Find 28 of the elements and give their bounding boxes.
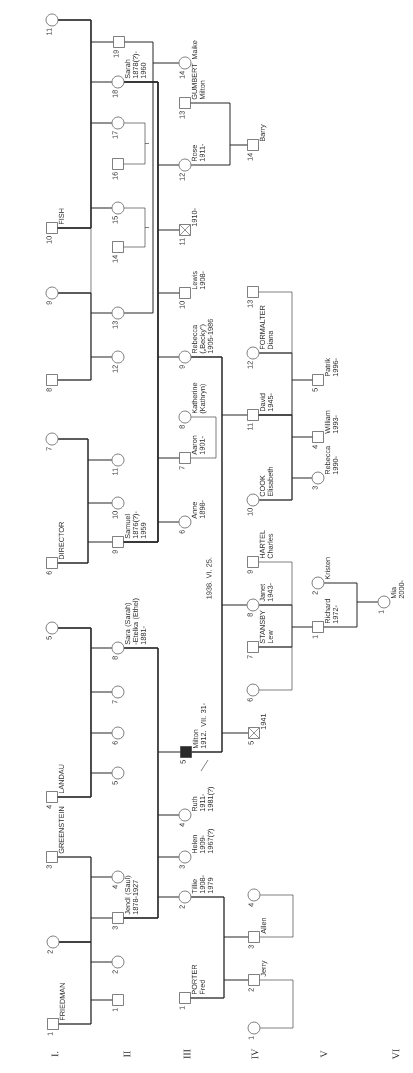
family-line [124,62,179,314]
family-line [57,227,92,294]
family-line [190,979,249,999]
family-line [59,876,112,943]
family-line [57,356,112,381]
family-line [191,732,249,753]
generation-numeral: IV [251,1048,259,1059]
family-line [123,207,146,248]
generation-numeral: III [183,1049,191,1059]
family-line [191,144,248,166]
generation-numeral: II [123,1051,131,1057]
family-line [258,561,293,606]
family-line [57,772,112,798]
family-line [323,601,378,628]
family-line [123,122,146,165]
family-line [259,477,312,501]
generation-numeral: VI [392,1049,400,1060]
family-line [258,646,293,691]
family-line [259,979,294,1029]
family-line [259,894,294,938]
family-line [58,961,112,1025]
family-line [258,291,293,354]
family-line [190,416,217,459]
generation-numeral: I. [51,1051,59,1057]
family-line [57,541,113,564]
generation-numeral: V [320,1050,328,1058]
family-line [123,896,179,919]
family-line [123,521,179,543]
